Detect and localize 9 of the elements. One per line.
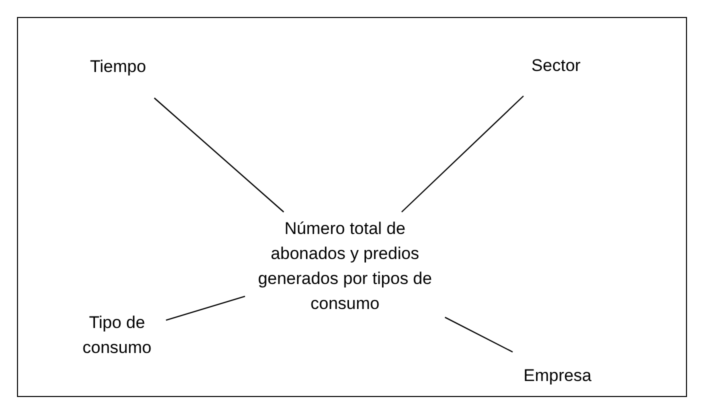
node-label: Empresa	[523, 364, 592, 386]
node-label: Sector	[531, 54, 581, 76]
connector-line	[154, 98, 284, 212]
node-label: Tiempo	[90, 56, 146, 78]
connector-line	[401, 96, 524, 212]
connector-line	[444, 316, 513, 353]
node-label: Tipo de consumo	[82, 312, 152, 359]
node-label: Número total de abonados y predios generados por tipos de consumo	[257, 218, 433, 315]
connector-line	[166, 296, 246, 321]
